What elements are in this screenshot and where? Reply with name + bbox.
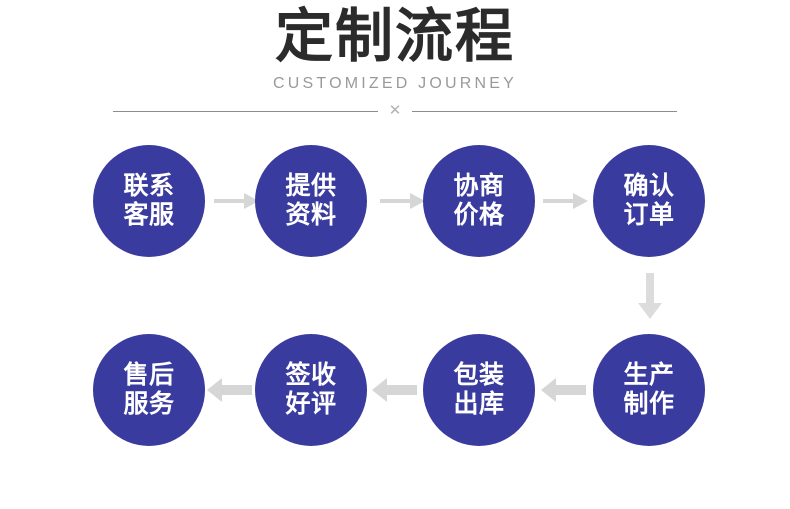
arrow-right-icon: [214, 188, 260, 214]
flow-node-label: 包装 出库: [453, 361, 505, 418]
divider-line-left: [113, 111, 378, 112]
flow-node-provide-materials[interactable]: 提供 资料: [255, 145, 367, 257]
flow-node-after-sales-service[interactable]: 售后 服务: [93, 334, 205, 446]
page-header: 定制流程 CUSTOMIZED JOURNEY ✕: [0, 0, 790, 130]
process-flow-diagram: 联系 客服 提供 资料 协商 价格 确认 订单 售后 服务: [0, 130, 790, 509]
flow-node-label: 签收 好评: [285, 361, 337, 418]
flow-node-production[interactable]: 生产 制作: [593, 334, 705, 446]
flow-node-receipt-review[interactable]: 签收 好评: [255, 334, 367, 446]
flow-node-confirm-order[interactable]: 确认 订单: [593, 145, 705, 257]
arrow-down-icon: [635, 273, 665, 321]
flow-node-label: 协商 价格: [453, 172, 505, 229]
flow-node-negotiate-price[interactable]: 协商 价格: [423, 145, 535, 257]
divider-cross-icon: ✕: [388, 102, 402, 119]
flow-node-packaging-shipping[interactable]: 包装 出库: [423, 334, 535, 446]
title-divider: ✕: [113, 102, 677, 119]
arrow-right-icon: [380, 188, 426, 214]
flow-node-contact-service[interactable]: 联系 客服: [93, 145, 205, 257]
arrow-left-icon: [206, 377, 252, 403]
page-title: 定制流程: [274, 4, 515, 69]
flow-node-label: 确认 订单: [623, 172, 675, 229]
page-subtitle: CUSTOMIZED JOURNEY: [273, 75, 517, 92]
arrow-left-icon: [540, 377, 586, 403]
flow-node-label: 生产 制作: [623, 361, 675, 418]
arrow-right-icon: [543, 188, 589, 214]
flow-node-label: 售后 服务: [123, 361, 175, 418]
divider-line-right: [412, 111, 677, 112]
flow-node-label: 联系 客服: [123, 172, 175, 229]
flow-node-label: 提供 资料: [285, 172, 337, 229]
arrow-left-icon: [371, 377, 417, 403]
